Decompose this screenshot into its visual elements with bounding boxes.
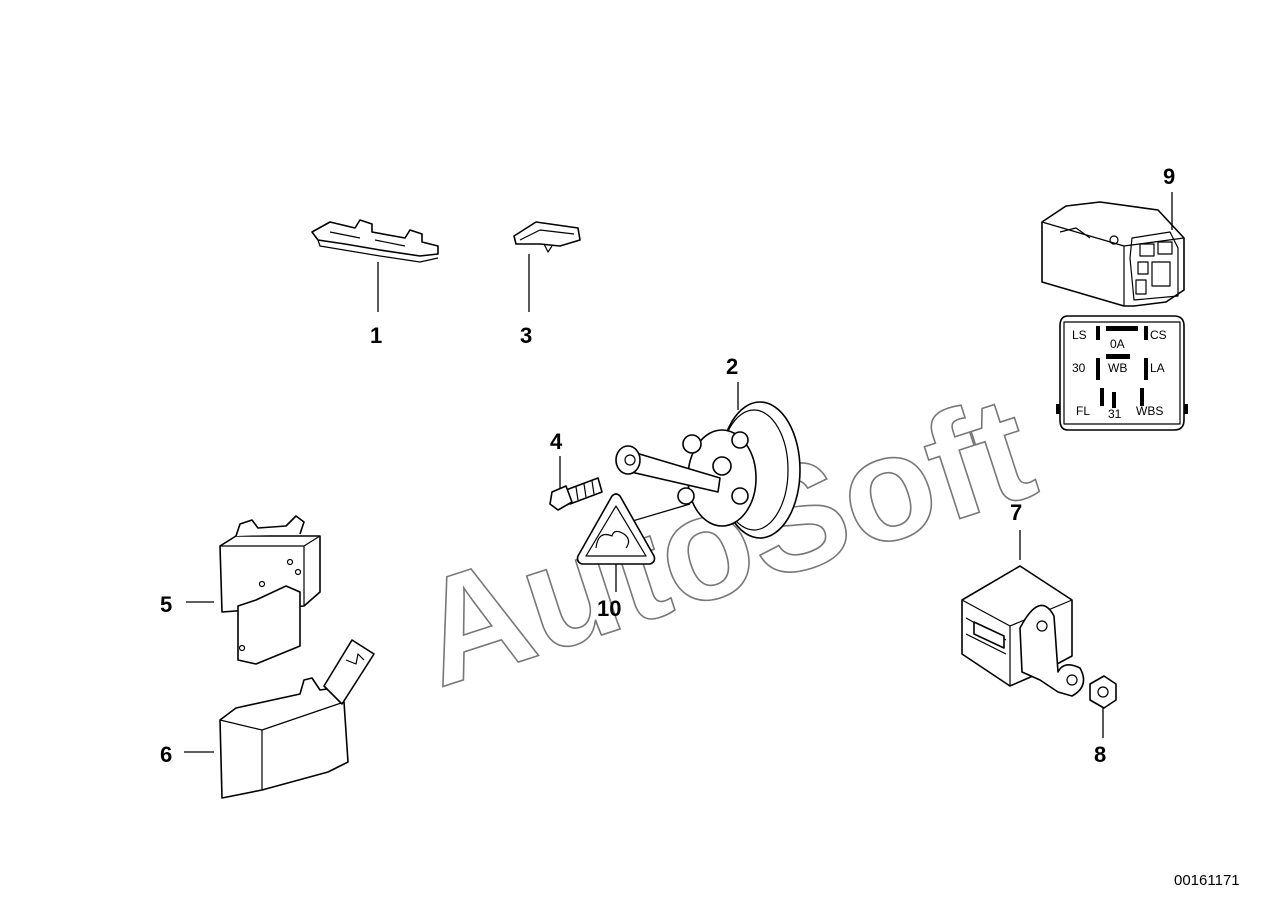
relay-pin-wbs: WBS	[1136, 404, 1163, 418]
part-3-clip[interactable]	[513, 221, 581, 312]
callout-9: 9	[1163, 164, 1175, 189]
part-4-bolt[interactable]	[549, 456, 603, 511]
relay-pin-la: LA	[1150, 361, 1165, 375]
relay-pin-0a: 0A	[1110, 337, 1125, 351]
part-10-warning-label[interactable]	[576, 493, 656, 592]
callout-1: 1	[370, 323, 382, 348]
relay-pin-30: 30	[1072, 361, 1086, 375]
part-8-nut[interactable]	[1089, 675, 1117, 738]
relay-pin-wb: WB	[1108, 361, 1127, 375]
callout-7: 7	[1010, 500, 1022, 525]
relay-pin-31: 31	[1108, 407, 1122, 421]
reference-number: 00161171	[1174, 872, 1240, 889]
part-9-relay[interactable]	[1041, 192, 1185, 307]
part-1-fuse-carrier[interactable]	[311, 219, 439, 312]
part-6-cover[interactable]	[184, 639, 375, 799]
watermark-text: AutoSoft	[397, 363, 1051, 718]
relay-pin-cs: CS	[1150, 328, 1167, 342]
callout-2: 2	[726, 354, 738, 379]
callout-10: 10	[597, 596, 621, 621]
part-5-connector[interactable]	[186, 515, 321, 665]
callout-8: 8	[1094, 742, 1106, 767]
part-7-bracket[interactable]	[961, 530, 1085, 697]
callout-6: 6	[160, 742, 172, 767]
relay-pin-ls: LS	[1072, 328, 1087, 342]
relay-pin-fl: FL	[1076, 404, 1090, 418]
part-2-horn[interactable]	[601, 382, 801, 539]
relay-pin-layout: LS 0A CS 30 WB LA FL 31 WBS	[1056, 315, 1188, 431]
callout-4: 4	[550, 429, 563, 454]
callout-5: 5	[160, 592, 172, 617]
callout-3: 3	[520, 323, 532, 348]
